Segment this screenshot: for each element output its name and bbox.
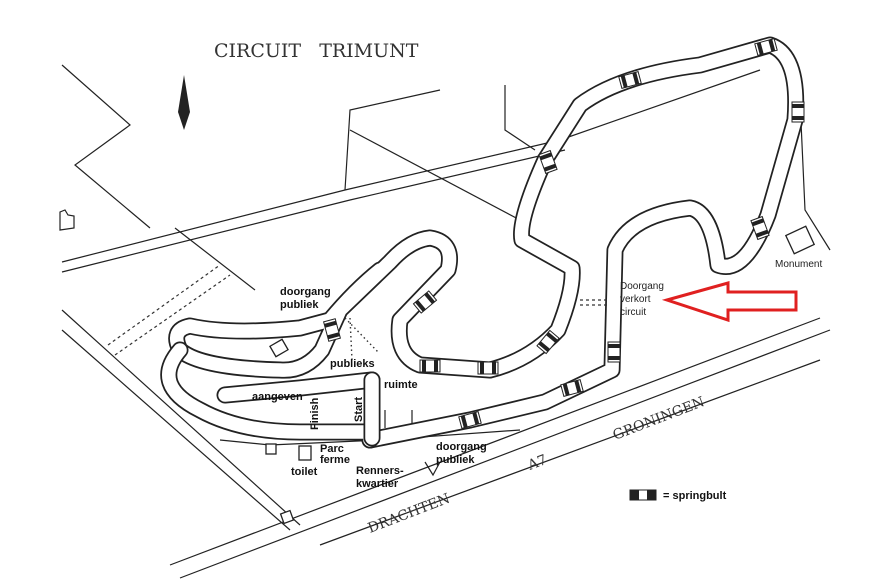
springbult-markers [323, 38, 805, 429]
label-publieks: publieks [330, 358, 375, 370]
label-doorgang-publiek-top: doorgang [280, 286, 331, 298]
springbult-marker [458, 411, 482, 429]
label-doorgang-publiek-bottom: publiek [436, 454, 475, 466]
race-track [160, 36, 805, 449]
label-doorgang-publiek-top: publiek [280, 299, 319, 311]
springbult-marker [560, 379, 584, 397]
renners-marker [424, 461, 441, 477]
springbult-marker [754, 38, 778, 56]
legend-springbult-label: = springbult [663, 490, 727, 502]
label-parc-ferme: Parc [320, 443, 344, 455]
label-parc-ferme: ferme [320, 454, 350, 466]
road-label-drachten: DRACHTEN [366, 491, 453, 537]
springbult-marker [750, 215, 770, 241]
background-lines [59, 64, 831, 579]
label-renners-kwartier: Renners- [356, 465, 404, 477]
public-area-lines [344, 299, 610, 361]
road-label-a7: A7 [525, 452, 549, 474]
legend: = springbult [629, 489, 727, 502]
small-building-1 [269, 338, 289, 358]
north-arrow-icon [178, 75, 190, 130]
springbult-marker [536, 329, 560, 355]
map-title: CIRCUIT TRIMUNT [214, 40, 419, 62]
label-doorgang-verkort-circuit: verkort [620, 294, 651, 305]
label-doorgang-verkort-circuit: Doorgang [620, 281, 664, 292]
springbult-marker [419, 359, 441, 373]
buildings [265, 225, 816, 525]
label-doorgang-verkort-circuit: circuit [620, 307, 646, 318]
monument-building [784, 225, 816, 255]
label-aangeven: aangeven [252, 391, 303, 403]
label-ruimte: ruimte [384, 379, 418, 391]
label-toilet: toilet [291, 466, 318, 478]
springbult-marker [791, 101, 805, 123]
toilet-building [298, 445, 312, 461]
label-renners-kwartier: kwartier [356, 478, 399, 490]
small-building-2 [279, 509, 295, 525]
label-start: Start [353, 397, 365, 422]
springbult-marker [538, 149, 558, 175]
springbult-marker [323, 318, 341, 342]
label-doorgang-publiek-bottom: doorgang [436, 441, 487, 453]
springbult-marker [618, 71, 642, 89]
springbult-marker [412, 290, 438, 314]
label-monument: Monument [775, 259, 822, 270]
springbult-marker [477, 361, 499, 375]
label-finish: Finish [309, 397, 321, 430]
road-label-groningen: GRONINGEN [611, 394, 707, 444]
springbult-marker [607, 341, 621, 363]
red-arrow-icon [661, 281, 798, 323]
legend-springbult-icon [629, 489, 657, 501]
parc-ferme-building [265, 443, 277, 455]
